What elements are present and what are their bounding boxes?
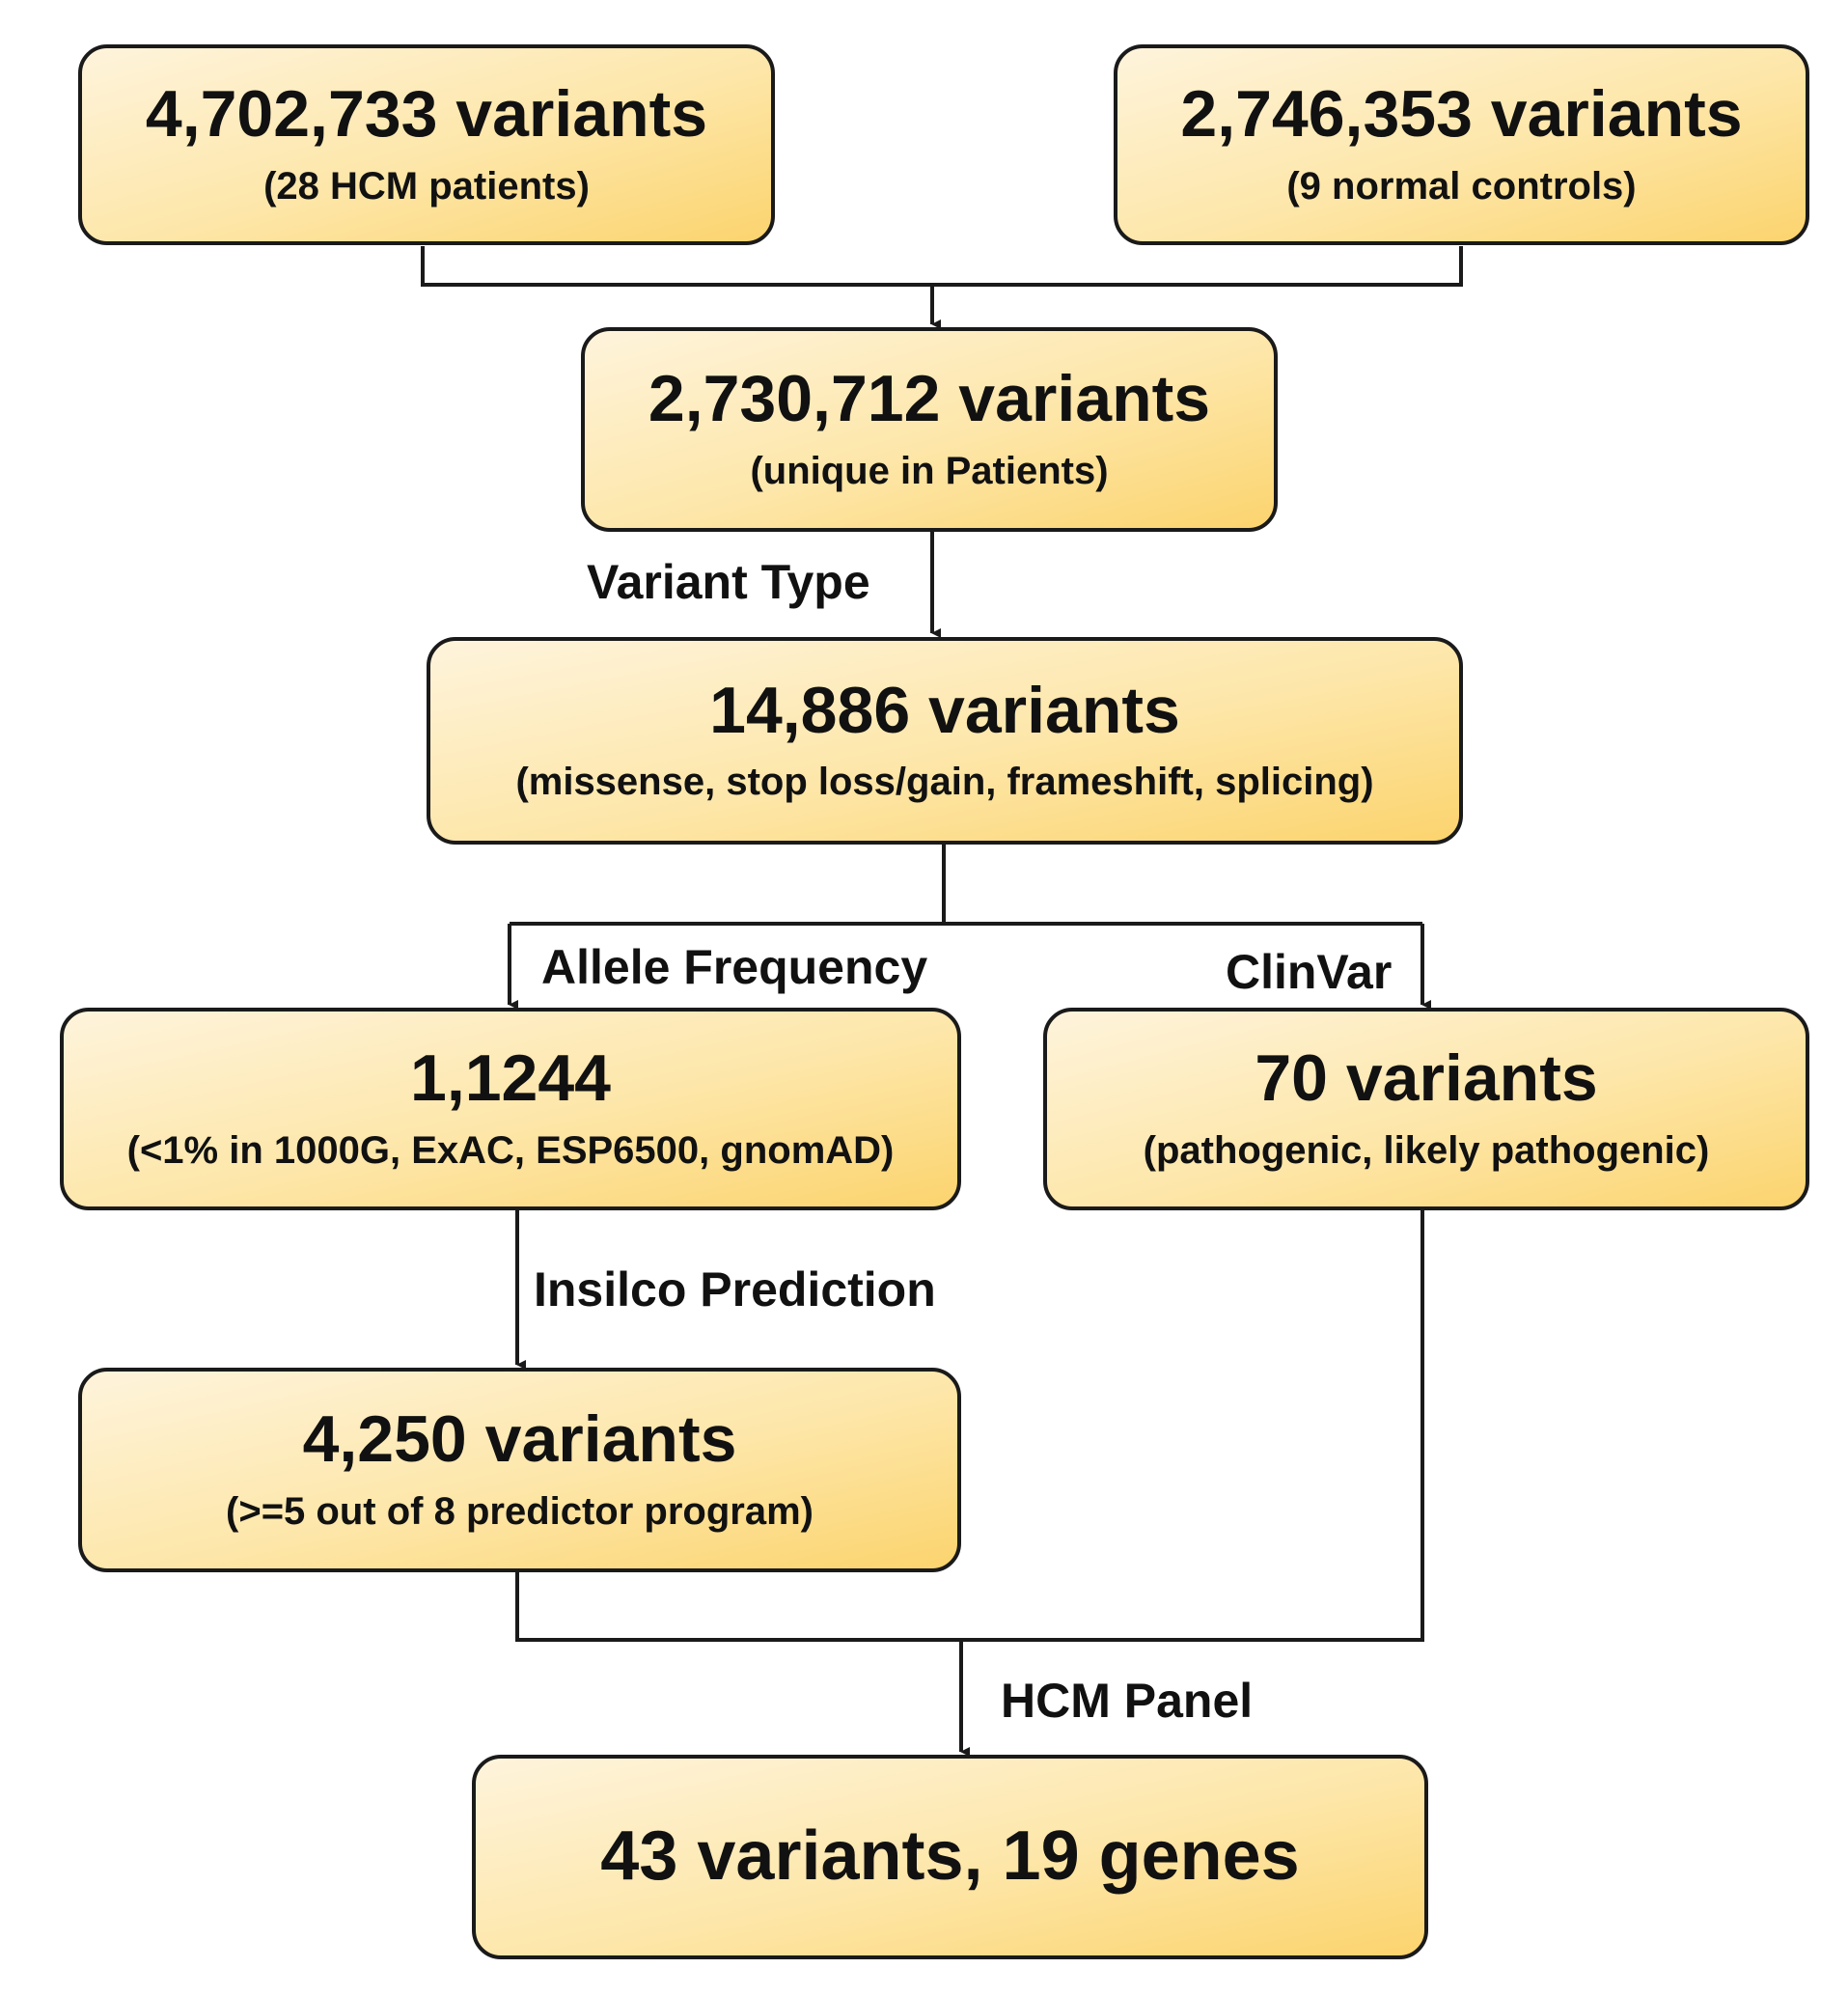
clinvar-label: ClinVar (1226, 945, 1393, 999)
patients-variants-count: 4,702,733 variants (145, 77, 708, 152)
frequency-variants-count: 1,1244 (410, 1041, 611, 1116)
patients-variants-box: 4,702,733 variants (28 HCM patients) (78, 44, 775, 245)
final-variants-box: 43 variants, 19 genes (472, 1755, 1428, 1959)
variant-type-label: Variant Type (587, 555, 870, 609)
type-variants-count: 14,886 variants (709, 673, 1180, 747)
connector-split (510, 845, 946, 926)
frequency-variants-desc: (<1% in 1000G, ExAC, ESP6500, gnomAD) (126, 1128, 895, 1172)
hcm-panel-label: HCM Panel (1001, 1674, 1254, 1728)
clinvar-variants-box: 70 variants (pathogenic, likely pathogen… (1043, 1008, 1809, 1210)
unique-variants-count: 2,730,712 variants (648, 362, 1211, 436)
clinvar-variants-desc: (pathogenic, likely pathogenic) (1143, 1128, 1710, 1172)
unique-variants-desc: (unique in Patients) (750, 449, 1109, 492)
insilico-variants-count: 4,250 variants (302, 1402, 737, 1477)
unique-variants-box: 2,730,712 variants (unique in Patients) (581, 327, 1278, 532)
insilico-prediction-label: Insilco Prediction (534, 1262, 936, 1317)
controls-variants-desc: (9 normal controls) (1286, 164, 1637, 208)
final-variants-count: 43 variants, 19 genes (600, 1817, 1300, 1896)
allele-frequency-label: Allele Frequency (541, 940, 928, 994)
type-variants-desc: (missense, stop loss/gain, frameshift, s… (515, 761, 1374, 804)
insilico-variants-box: 4,250 variants (>=5 out of 8 predictor p… (78, 1368, 961, 1572)
connector-controls (932, 246, 1463, 287)
patients-variants-desc: (28 HCM patients) (263, 164, 590, 208)
controls-variants-box: 2,746,353 variants (9 normal controls) (1114, 44, 1809, 245)
type-variants-box: 14,886 variants (missense, stop loss/gai… (427, 637, 1463, 845)
insilico-variants-desc: (>=5 out of 8 predictor program) (226, 1489, 814, 1533)
frequency-variants-box: 1,1244 (<1% in 1000G, ExAC, ESP6500, gno… (60, 1008, 961, 1210)
controls-variants-count: 2,746,353 variants (1180, 77, 1743, 152)
connector-patients (421, 246, 932, 287)
connector-insilico-down (515, 1209, 1424, 1642)
clinvar-variants-count: 70 variants (1255, 1041, 1598, 1116)
